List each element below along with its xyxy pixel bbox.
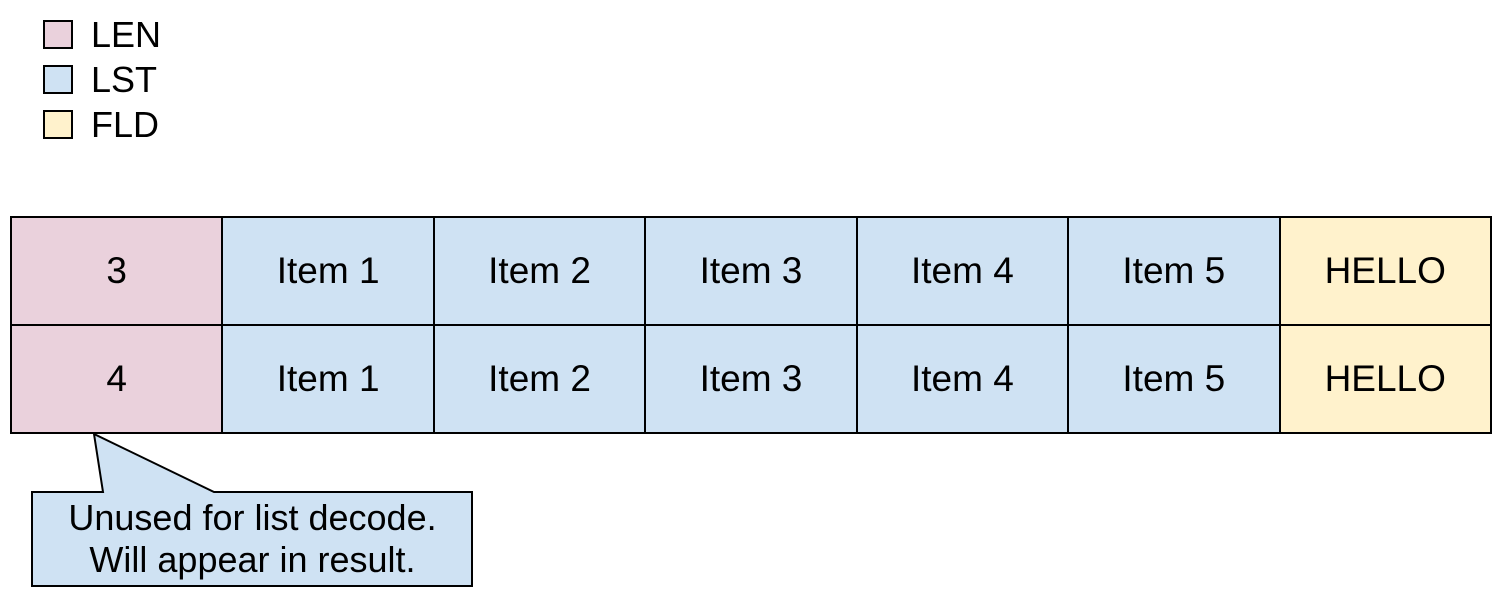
row1-item4-cell: Item 4 [855, 218, 1068, 324]
legend-item-fld: FLD [43, 104, 161, 145]
row1-item5-cell: Item 5 [1067, 218, 1279, 324]
len-color-swatch-icon [43, 20, 73, 49]
legend-item-lst: LST [43, 59, 161, 100]
row1-fld-cell: HELLO [1278, 218, 1490, 324]
table-row-2: 4 Item 1 Item 2 Item 3 Item 4 Item 5 HEL… [12, 324, 1490, 432]
row2-item2-cell: Item 2 [432, 326, 645, 432]
legend: LEN LST FLD [43, 14, 162, 155]
byte-layout-table: 3 Item 1 Item 2 Item 3 Item 4 Item 5 HEL… [10, 216, 1492, 434]
row2-item4-cell: Item 4 [855, 326, 1068, 432]
lst-color-swatch-icon [43, 65, 73, 94]
row2-item1-cell: Item 1 [221, 326, 433, 432]
fld-color-swatch-icon [43, 110, 73, 139]
legend-item-len: LEN [43, 14, 162, 55]
callout-text: Unused for list decode. Will appear in r… [34, 494, 471, 584]
row2-item3-cell: Item 3 [644, 326, 856, 432]
row1-item2-cell: Item 2 [432, 218, 645, 324]
row1-item3-cell: Item 3 [644, 218, 856, 324]
callout-text-line2: Will appear in result. [89, 539, 416, 580]
legend-label-lst: LST [91, 59, 158, 100]
row2-fld-cell: HELLO [1278, 326, 1490, 432]
row2-item5-cell: Item 5 [1067, 326, 1279, 432]
legend-label-fld: FLD [91, 104, 160, 145]
legend-label-len: LEN [91, 14, 162, 55]
row1-len-cell: 3 [12, 218, 222, 324]
row1-item1-cell: Item 1 [221, 218, 433, 324]
table-row-1: 3 Item 1 Item 2 Item 3 Item 4 Item 5 HEL… [12, 218, 1490, 324]
callout-text-line1: Unused for list decode. [68, 497, 437, 538]
row2-len-cell: 4 [12, 326, 222, 432]
